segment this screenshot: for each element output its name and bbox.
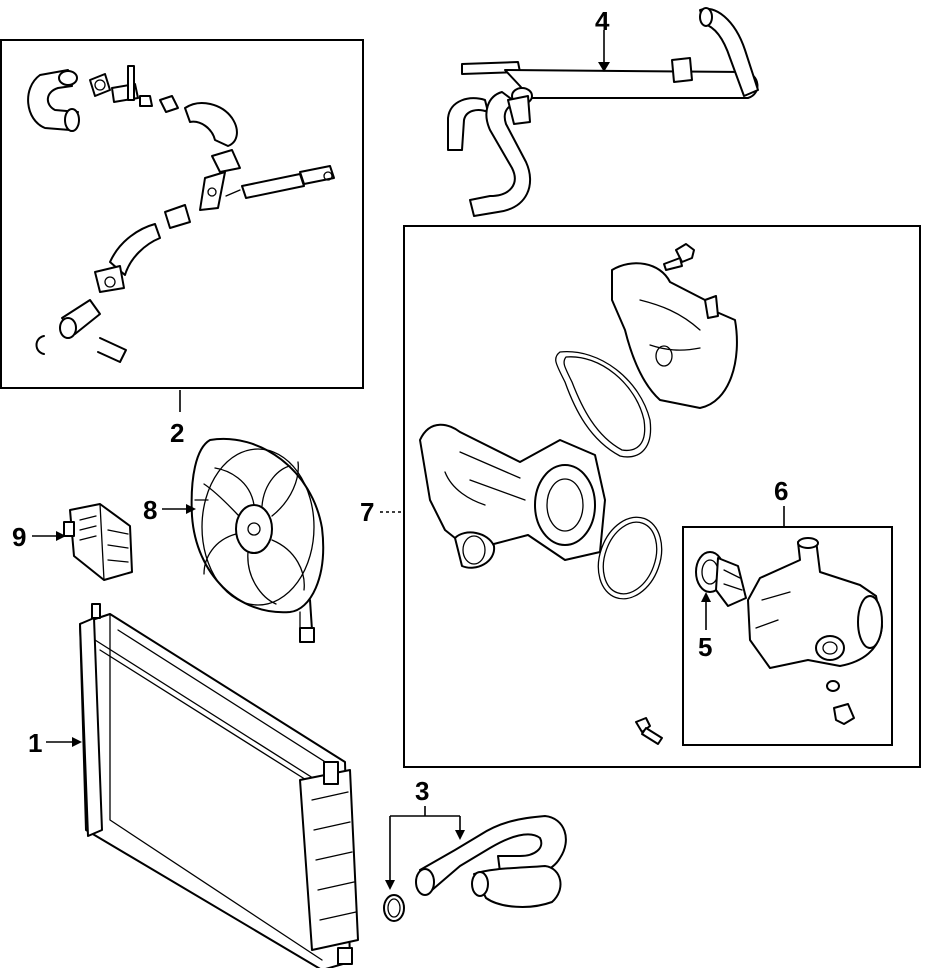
resistor-icon [63, 503, 133, 581]
water-pump-icon [419, 243, 738, 745]
hose-assembly-frame [0, 39, 364, 389]
coolant-pipe-icon [447, 7, 759, 217]
thermostat-housing-icon [747, 537, 883, 725]
cooling-fan-icon [190, 437, 325, 643]
callout-6: 6 [774, 476, 788, 506]
callout-9: 9 [12, 522, 26, 552]
thermostat-icon [695, 551, 747, 607]
callout-3: 3 [415, 776, 429, 806]
callout-1: 1 [28, 728, 42, 758]
callout-7: 7 [360, 497, 374, 527]
water-pump-frame [403, 225, 921, 768]
radiator-hose-icon [383, 815, 567, 922]
callout-5: 5 [698, 632, 712, 662]
callout-8: 8 [143, 495, 157, 525]
callout-2: 2 [170, 418, 184, 448]
thermostat-housing-frame [682, 526, 893, 746]
callout-4: 4 [595, 6, 610, 36]
hose-assembly-icon [27, 65, 335, 363]
radiator-icon [79, 603, 359, 968]
